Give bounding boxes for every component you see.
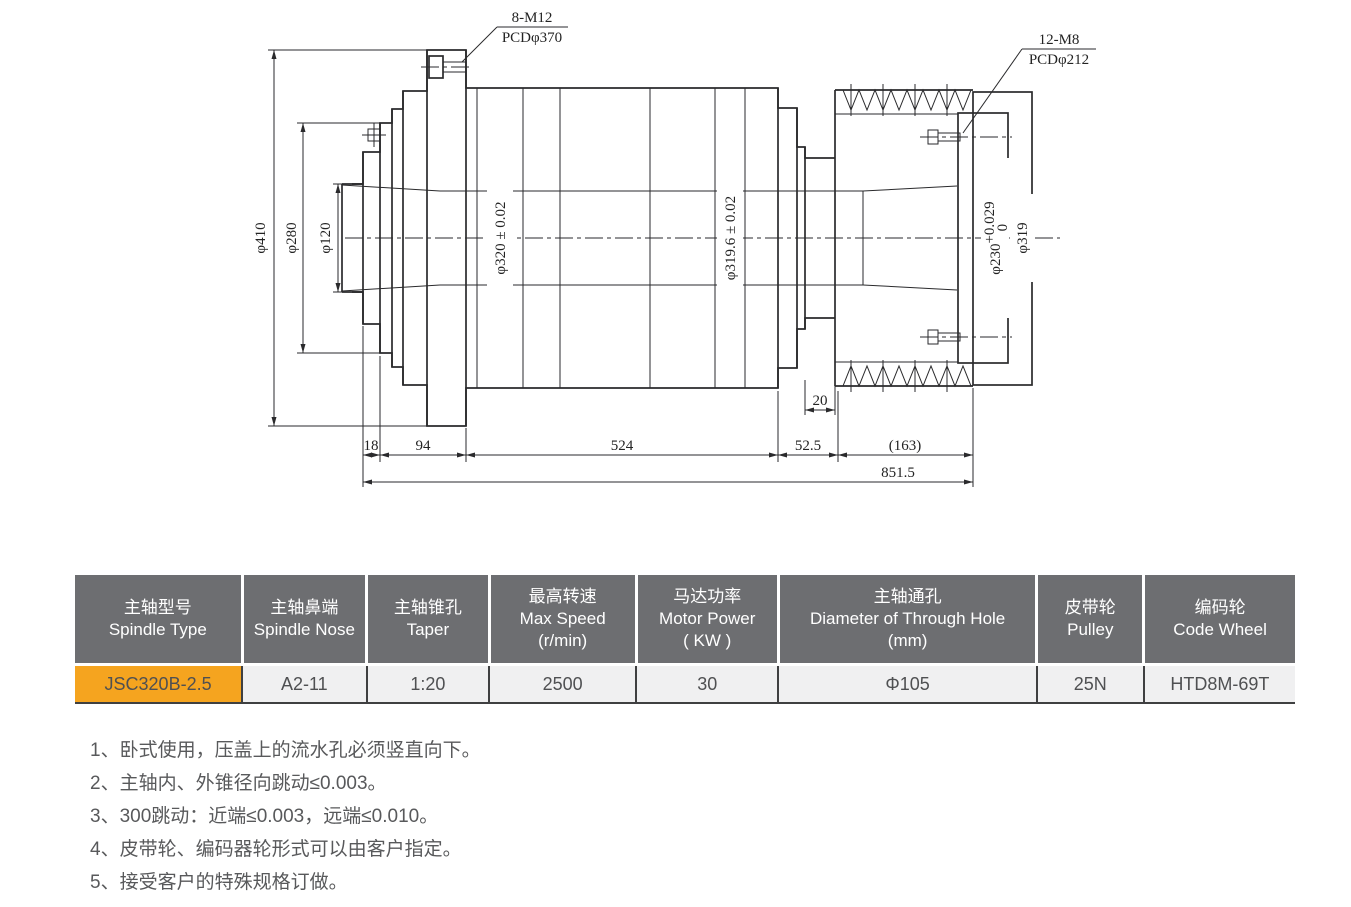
table-data-row: JSC320B-2.5 A2-11 1:20 2500 30 Φ105 25N … — [75, 664, 1295, 704]
note-3: 3、300跳动：近端≤0.003，远端≤0.010。 — [90, 806, 439, 827]
label-len-524: 524 — [611, 438, 634, 454]
cell-max-speed: 2500 — [489, 664, 638, 704]
callout-12-M8: 12-M8 PCDφ212 — [962, 32, 1096, 134]
callout-12-M8-top: 12-M8 — [1039, 32, 1080, 48]
label-len-851-5: 851.5 — [881, 465, 915, 481]
label-len-163: (163) — [889, 438, 922, 454]
label-dia-280: φ280 — [284, 222, 300, 253]
callout-8-M12-top: 8-M12 — [512, 10, 553, 26]
cell-spindle-type: JSC320B-2.5 — [75, 664, 244, 704]
label-dia-319: φ319 — [1015, 222, 1031, 253]
label-len-20: 20 — [813, 393, 828, 409]
label-dia-320: φ320 ± 0.02 — [493, 201, 509, 274]
callout-8-M12-bottom: PCDφ370 — [502, 30, 562, 46]
notes-list: 1、卧式使用，压盖上的流水孔必须竖直向下。 2、主轴内、外锥径向跳动≤0.003… — [90, 734, 481, 899]
label-dia-230: φ230+0.0290 — [982, 201, 1011, 274]
spindle-technical-drawing: 8-M12 PCDφ370 12-M8 PCDφ212 φ410 φ280 — [253, 10, 1096, 487]
note-1: 1、卧式使用，压盖上的流水孔必须竖直向下。 — [90, 740, 481, 761]
label-dia-410: φ410 — [253, 222, 269, 253]
callout-8-M12: 8-M12 PCDφ370 — [461, 10, 568, 63]
note-4: 4、皮带轮、编码器轮形式可以由客户指定。 — [90, 839, 462, 860]
cell-taper: 1:20 — [366, 664, 491, 704]
cell-pulley: 25N — [1036, 664, 1145, 704]
note-2: 2、主轴内、外锥径向跳动≤0.003。 — [90, 773, 387, 794]
cell-motor-power: 30 — [636, 664, 780, 704]
label-len-18: 18 — [364, 438, 379, 454]
dim-dia-280: φ280 — [284, 122, 385, 354]
note-5: 5、接受客户的特殊规格订做。 — [90, 872, 348, 893]
dim-dia-120: φ120 — [318, 183, 352, 293]
cell-code-wheel: HTD8M-69T — [1143, 664, 1295, 704]
grease-screw — [362, 123, 386, 147]
flange-bolt — [421, 55, 473, 79]
label-dia-120: φ120 — [318, 222, 334, 253]
label-dia-319-6: φ319.6 ± 0.02 — [723, 196, 739, 280]
callout-12-M8-bottom: PCDφ212 — [1029, 52, 1089, 68]
label-len-94: 94 — [416, 438, 432, 454]
cell-through-hole: Φ105 — [778, 664, 1038, 704]
dim-lengths: 18 94 524 52.5 (163) 851.5 20 — [362, 326, 974, 487]
label-len-52-5: 52.5 — [795, 438, 821, 454]
pulley — [835, 84, 973, 392]
cell-spindle-nose: A2-11 — [242, 664, 368, 704]
dim-dia-410: φ410 — [253, 49, 430, 427]
